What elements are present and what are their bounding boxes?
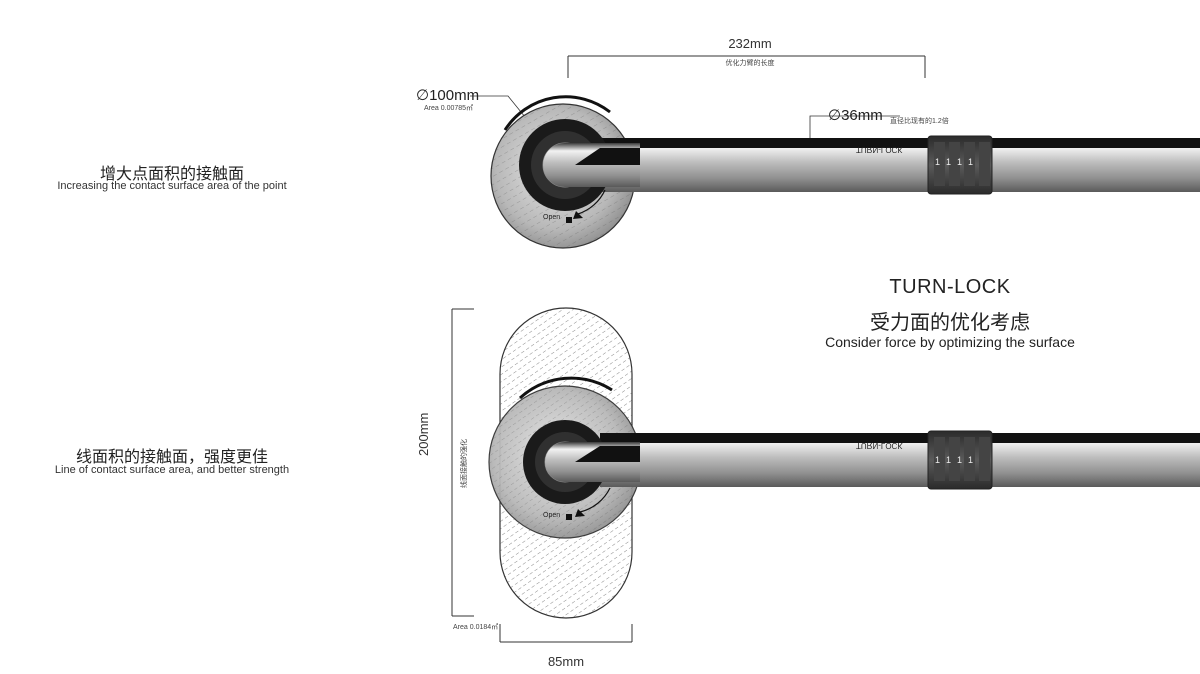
plate-height-note: 线面接触的强化 bbox=[461, 439, 468, 488]
arm-length-value: 232mm bbox=[728, 36, 772, 51]
plate-height-value: 200mm bbox=[416, 412, 431, 456]
handle-diameter-value: 36mm bbox=[841, 107, 883, 124]
dial-digit: 1 bbox=[935, 157, 941, 167]
section-title-zh: 受力面的优化考虑 bbox=[870, 312, 1030, 334]
arm-length-note: 优化力臂的长度 bbox=[725, 60, 775, 67]
brand-text-top: TURN-LOCK bbox=[856, 145, 903, 154]
line-contact-title-en: Line of contact surface area, and better… bbox=[54, 464, 290, 476]
plate-width-value: 85mm bbox=[547, 654, 585, 669]
handle-diameter-note: 直径比现有的1.2倍 bbox=[890, 118, 949, 125]
plate-width-dimension bbox=[499, 624, 633, 643]
handle-diameter-label: ∅36mm bbox=[828, 106, 883, 124]
dial-digit: 1 bbox=[968, 455, 974, 465]
dial-digit: 1 bbox=[968, 157, 974, 167]
bottom-handle-view bbox=[451, 307, 1200, 643]
open-label-bottom: Open bbox=[543, 512, 561, 519]
diameter-symbol: ∅ bbox=[416, 87, 430, 104]
plate-height-dimension bbox=[451, 308, 474, 617]
diameter-symbol: ∅ bbox=[828, 107, 842, 124]
point-contact-title-zh: 增大点面积的接触面 bbox=[99, 166, 244, 183]
point-contact-title-en: Increasing the contact surface area of t… bbox=[57, 180, 287, 192]
line-contact-title-zh: 线面积的接触面，强度更佳 bbox=[75, 449, 268, 466]
dial-digit: 1 bbox=[957, 157, 963, 167]
dial-digits-top: 1 1 1 1 bbox=[935, 157, 995, 167]
open-label-top: Open bbox=[543, 214, 561, 221]
section-title-en: Consider force by optimizing the surface bbox=[825, 334, 1075, 350]
dial-digit: 1 bbox=[935, 455, 941, 465]
product-title: TURN-LOCK bbox=[889, 276, 1011, 298]
top-handle-view bbox=[470, 55, 1200, 249]
plate-area: Area 0.0184㎡ bbox=[453, 624, 499, 631]
rosette-area: Area 0.00785㎡ bbox=[424, 105, 474, 112]
dial-digit: 1 bbox=[946, 157, 952, 167]
dial-digits-bottom: 1 1 1 1 bbox=[935, 455, 995, 465]
rosette-diameter-value: 100mm bbox=[429, 87, 480, 104]
dial-digit: 1 bbox=[946, 455, 952, 465]
dial-digit: 1 bbox=[957, 455, 963, 465]
rosette-diameter-label: ∅100mm bbox=[416, 86, 479, 104]
brand-text-bottom: TURN-LOCK bbox=[856, 441, 903, 450]
arm-length-dimension bbox=[567, 55, 926, 78]
